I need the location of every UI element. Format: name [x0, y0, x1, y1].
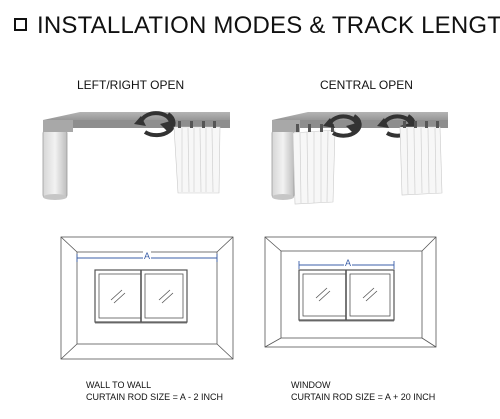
curtain-track — [43, 112, 230, 132]
motor-housing — [271, 129, 295, 200]
left-right-open-label: LEFT/RIGHT OPEN — [77, 78, 185, 92]
central-open-label: CENTRAL OPEN — [320, 78, 413, 92]
curtain-panel-left — [292, 124, 336, 205]
motor-housing — [42, 129, 68, 200]
wall-to-wall-title: WALL TO WALL — [86, 380, 152, 390]
square-bullet-icon — [14, 18, 27, 31]
window-title: WINDOW — [291, 380, 331, 390]
curtain-panel-right — [399, 121, 443, 196]
curtain-panel — [173, 121, 221, 194]
dimension-a-label: A — [143, 251, 152, 261]
wall-to-wall-formula: CURTAIN ROD SIZE = A - 2 INCH — [86, 392, 223, 402]
window-room-diagram — [264, 236, 437, 348]
page-title: INSTALLATION MODES & TRACK LENGTH — [14, 12, 500, 40]
dimension-a-label: A — [344, 258, 353, 268]
rotation-arrow-icon — [134, 111, 176, 138]
central-open-illustration — [271, 112, 448, 205]
rotation-arrow-icon — [323, 114, 362, 138]
wall-to-wall-caption: WALL TO WALL CURTAIN ROD SIZE = A - 2 IN… — [86, 379, 223, 403]
window-formula: CURTAIN ROD SIZE = A + 20 INCH — [291, 392, 436, 402]
page-title-text: INSTALLATION MODES & TRACK LENGTH — [37, 12, 500, 39]
window-caption: WINDOW CURTAIN ROD SIZE = A + 20 INCH — [291, 379, 435, 403]
left-right-open-illustration — [42, 111, 230, 200]
